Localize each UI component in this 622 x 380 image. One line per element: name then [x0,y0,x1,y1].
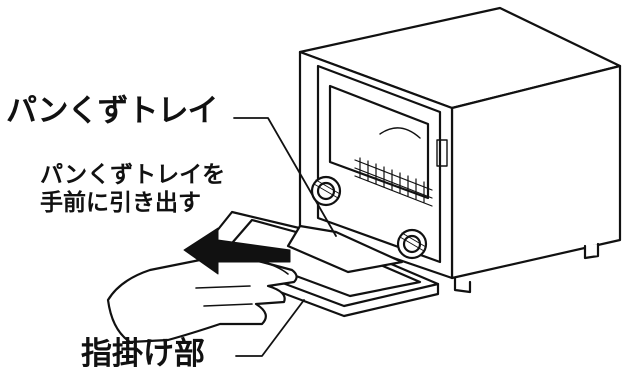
leader-lines [233,117,337,357]
hand [106,256,298,344]
pull-instruction-line-2: 手前に引き出す [40,189,201,216]
finger-grip-label: 指掛け部 [81,336,205,372]
oven-rack [354,157,433,207]
crumb-tray-label: パンくずトレイ [6,93,219,129]
oven-body [298,6,622,294]
dial-knob-upper [310,175,342,207]
dial-knob-lower [396,228,428,260]
pull-instruction-line-1: パンくずトレイを [40,162,226,188]
pull-direction-arrow [183,227,291,275]
pull-out-instruction: パンくずトレイを 手前に引き出す [40,162,225,217]
